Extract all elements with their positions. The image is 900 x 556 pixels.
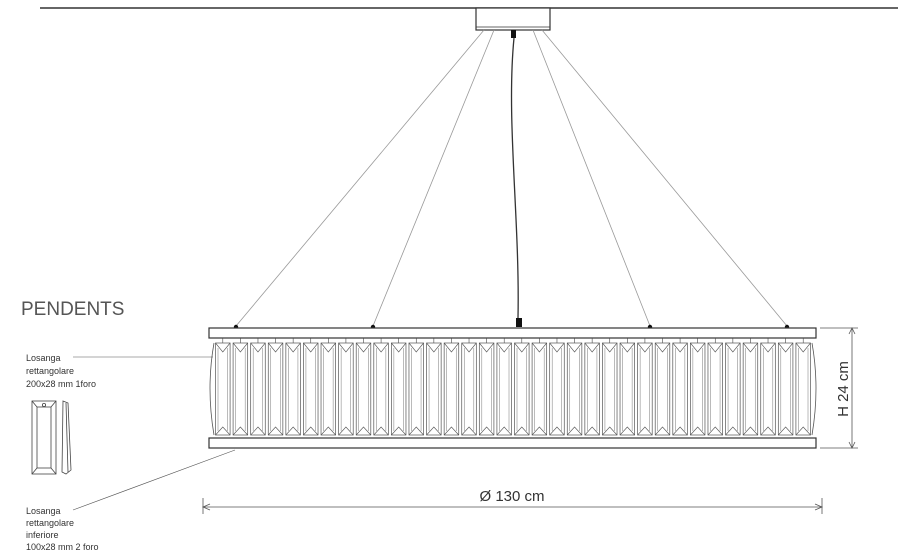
height-dimension bbox=[820, 327, 858, 449]
crystal-pendant bbox=[760, 338, 776, 436]
bottom-pendant-label-line-4: 100x28 mm 2 foro bbox=[26, 542, 99, 552]
diameter-dimension bbox=[201, 498, 824, 514]
power-cord bbox=[510, 37, 519, 319]
top-pendant-label-line-2: rettangolare bbox=[26, 366, 74, 376]
crystal-pendant bbox=[232, 338, 249, 436]
crystal-pendant bbox=[795, 338, 811, 436]
rectangular-crystal-pendant-icon bbox=[31, 400, 72, 475]
top-pendant-label-line-3: 200x28 mm 1foro bbox=[26, 379, 96, 389]
crystal-pendant-row bbox=[209, 338, 817, 436]
crystal-pendant bbox=[426, 338, 442, 436]
crystal-pendant bbox=[549, 338, 565, 436]
right-end-crystal bbox=[811, 342, 817, 436]
crystal-pendant bbox=[267, 338, 284, 436]
crystal-pendant bbox=[355, 338, 372, 436]
suspension-cables bbox=[235, 29, 788, 327]
crystal-pendant bbox=[602, 338, 618, 436]
bottom-pendant-label-line-3: inferiore bbox=[26, 530, 59, 540]
crystal-pendant bbox=[742, 338, 759, 436]
left-end-crystal bbox=[209, 342, 215, 436]
crystal-pendant bbox=[478, 338, 495, 436]
top-frame bbox=[208, 327, 817, 339]
bottom-pendant-annotation: Losanga rettangolare inferiore 100x28 mm… bbox=[26, 449, 236, 552]
bottom-frame bbox=[208, 437, 817, 449]
height-label: H 24 cm bbox=[835, 361, 852, 417]
crystal-pendant bbox=[690, 338, 706, 436]
crystal-pendant bbox=[707, 338, 723, 436]
crystal-pendant bbox=[531, 338, 548, 436]
crystal-pendant bbox=[637, 338, 653, 436]
crystal-pendant bbox=[496, 338, 512, 436]
crystal-pendant bbox=[672, 338, 688, 436]
crystal-pendant bbox=[303, 338, 319, 436]
crystal-pendant bbox=[250, 338, 266, 436]
top-pendant-annotation: Losanga rettangolare 200x28 mm 1foro bbox=[26, 353, 213, 389]
drawing-title: PENDENTS bbox=[21, 299, 124, 320]
bottom-pendant-label-line-2: rettangolare bbox=[26, 518, 74, 528]
crystal-pendant bbox=[584, 338, 600, 436]
crystal-pendant bbox=[285, 338, 301, 436]
crystal-pendant bbox=[443, 338, 460, 436]
crystal-pendant bbox=[320, 338, 336, 436]
crystal-pendant bbox=[408, 338, 424, 436]
crystal-pendant bbox=[654, 338, 671, 436]
crystal-pendant bbox=[514, 338, 530, 436]
bottom-pendant-label-line-1: Losanga bbox=[26, 506, 61, 516]
crystal-pendant bbox=[777, 338, 794, 436]
diameter-label: Ø 130 cm bbox=[479, 488, 544, 505]
crystal-pendant bbox=[619, 338, 635, 436]
ceiling-canopy bbox=[475, 7, 551, 38]
crystal-pendant bbox=[566, 338, 583, 436]
crystal-pendant bbox=[338, 338, 354, 436]
top-pendant-label-line-1: Losanga bbox=[26, 353, 61, 363]
crystal-pendant bbox=[725, 338, 741, 436]
crystal-pendant bbox=[373, 338, 389, 436]
crystal-pendant bbox=[215, 338, 231, 436]
crystal-pendant bbox=[391, 338, 407, 436]
crystal-pendant bbox=[461, 338, 477, 436]
